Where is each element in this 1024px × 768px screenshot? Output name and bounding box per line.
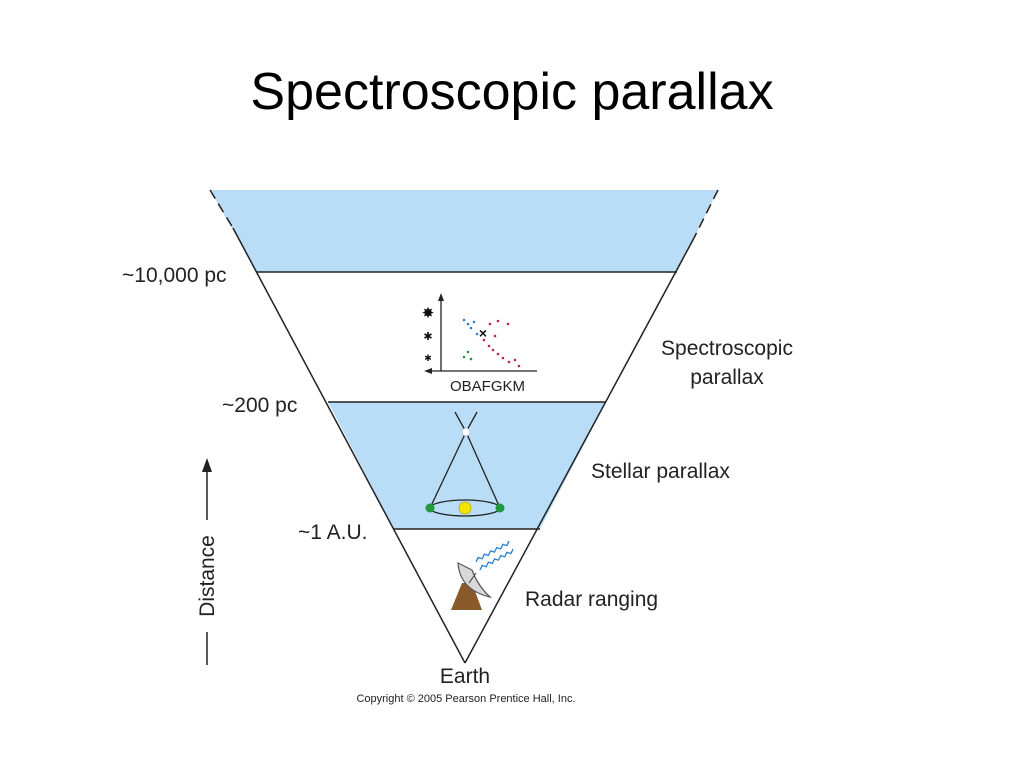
earth-position-left-icon [425,503,435,513]
hr-axis-label: OBAFGKM [450,378,525,395]
radar-wave-icon [479,548,514,571]
stellar-parallax-band [328,402,606,529]
copyright-text: Copyright © 2005 Pearson Prentice Hall, … [356,693,575,705]
stellar-parallax-icon [425,411,505,517]
label-radar-ranging: Radar ranging [525,588,658,611]
label-200pc: ~200 pc [222,394,297,417]
distance-axis: Distance [196,458,219,665]
label-10000pc: ~10,000 pc [122,264,227,287]
arrow-up-icon [202,458,212,472]
hr-diagram-icon: ✸ ✱ ✱ × OBAFGKM [422,293,537,395]
radar-wave-icon [475,540,510,563]
triangle-left-side [232,227,466,664]
medium-star-icon: ✱ [423,331,432,343]
slide-title: Spectroscopic parallax [250,63,774,121]
label-earth: Earth [440,665,490,688]
earth-position-right-icon [495,503,505,513]
bright-star-icon: ✸ [422,305,435,322]
triangle-left-dashed [209,189,234,229]
triangle-right-side [464,237,695,664]
distance-axis-label: Distance [196,535,219,617]
label-stellar-parallax: Stellar parallax [591,460,730,483]
label-1au: ~1 A.U. [298,521,367,544]
label-spectroscopic-2: parallax [690,366,764,389]
sun-icon [458,501,472,515]
triangle-right-dashed [693,189,719,239]
distant-star-icon [461,427,471,437]
top-distance-band [210,190,718,272]
radar-dish-icon [451,540,514,610]
target-star-marker: × [479,325,487,341]
dim-star-icon: ✱ [424,353,432,363]
label-spectroscopic-1: Spectroscopic [661,337,793,360]
